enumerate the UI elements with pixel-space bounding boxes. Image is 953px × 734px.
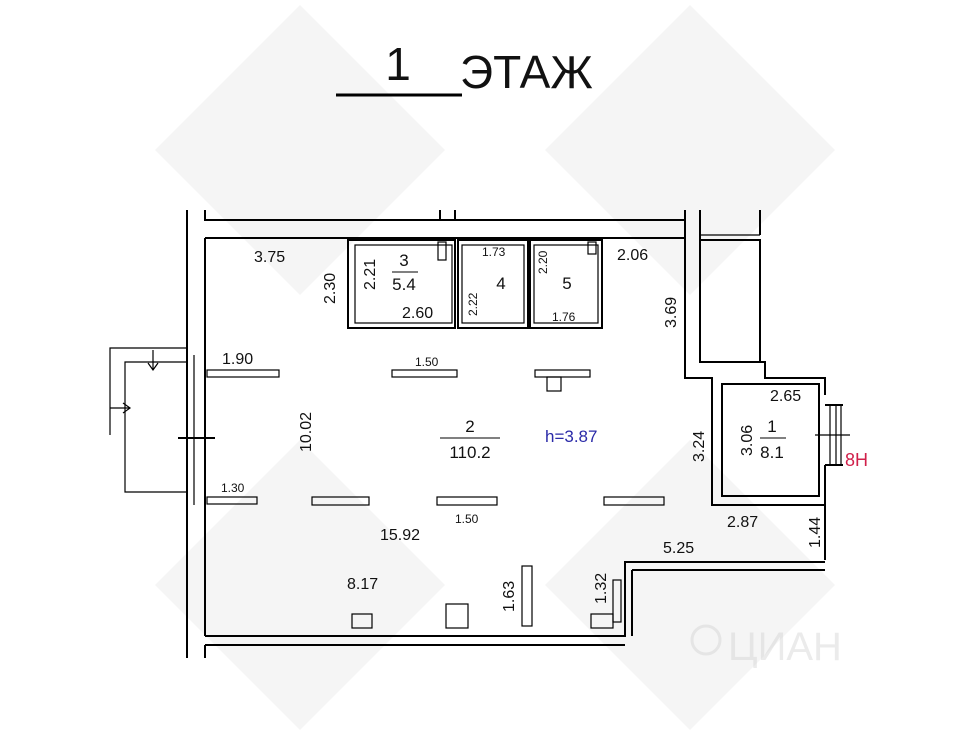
room4-number: 4 bbox=[496, 274, 505, 293]
dim-10-02: 10.02 bbox=[298, 412, 315, 452]
dim-1-50-bottom: 1.50 bbox=[455, 512, 479, 526]
right-exit bbox=[776, 404, 850, 497]
dim-1-90: 1.90 bbox=[222, 351, 253, 368]
dim-3-24: 3.24 bbox=[691, 431, 708, 462]
watermark-shapes bbox=[155, 5, 835, 730]
dim-3-75: 3.75 bbox=[254, 249, 285, 266]
dim-1-73: 1.73 bbox=[482, 245, 506, 259]
floor-word: ЭТАЖ bbox=[460, 46, 593, 98]
room2-number: 2 bbox=[465, 417, 474, 436]
dim-2-65: 2.65 bbox=[770, 388, 801, 405]
dim-2-20: 2.20 bbox=[536, 250, 550, 274]
columns bbox=[206, 369, 665, 629]
ceiling-height: h=3.87 bbox=[545, 427, 597, 446]
dim-15-92: 15.92 bbox=[380, 527, 420, 544]
watermark-logo: ЦИАН bbox=[690, 624, 842, 669]
dim-2-30: 2.30 bbox=[322, 273, 339, 304]
entrance-marker: 8Н bbox=[845, 450, 868, 470]
dim-8-17: 8.17 bbox=[347, 576, 378, 593]
dim-3-69: 3.69 bbox=[663, 297, 680, 328]
dim-2-87: 2.87 bbox=[727, 514, 758, 531]
room1-area: 8.1 bbox=[760, 443, 784, 462]
left-entrance bbox=[109, 347, 215, 505]
dim-1-44: 1.44 bbox=[807, 517, 824, 548]
floor-title: 1 ЭТАЖ bbox=[336, 38, 593, 98]
room5-number: 5 bbox=[562, 274, 571, 293]
dim-3-06: 3.06 bbox=[739, 425, 756, 456]
dim-2-22: 2.22 bbox=[466, 292, 480, 316]
watermark-text: ЦИАН bbox=[728, 625, 842, 669]
dim-2-21: 2.21 bbox=[362, 259, 379, 290]
small-rooms bbox=[347, 239, 603, 329]
dim-1-50-top: 1.50 bbox=[415, 355, 439, 369]
dim-5-25: 5.25 bbox=[663, 540, 694, 557]
dim-1-32: 1.32 bbox=[593, 573, 610, 604]
room3-number: 3 bbox=[399, 251, 408, 270]
room3-area: 5.4 bbox=[392, 275, 416, 294]
dim-1-30: 1.30 bbox=[221, 481, 245, 495]
dim-2-06: 2.06 bbox=[617, 247, 648, 264]
room1-number: 1 bbox=[767, 417, 776, 436]
dim-1-63: 1.63 bbox=[501, 581, 518, 612]
dim-2-60: 2.60 bbox=[402, 305, 433, 322]
room2-area: 110.2 bbox=[449, 443, 490, 462]
dim-1-76: 1.76 bbox=[552, 310, 576, 324]
outer-walls bbox=[186, 210, 826, 658]
floor-number: 1 bbox=[385, 38, 411, 90]
